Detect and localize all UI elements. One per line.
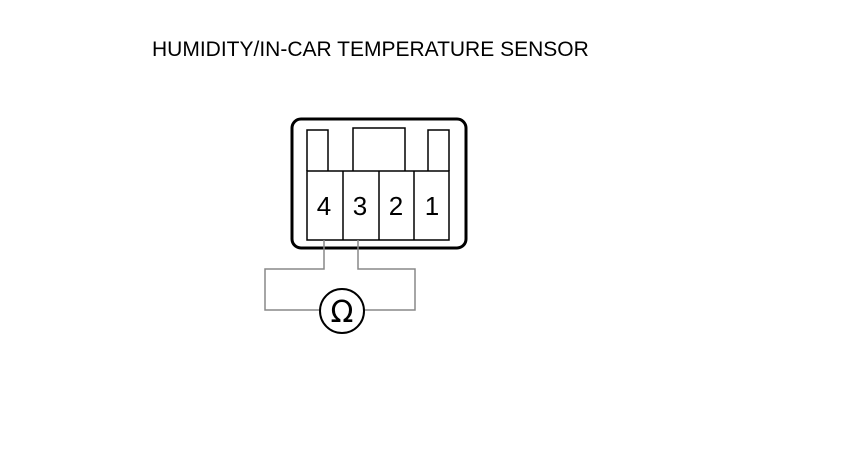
pin-label-1: 1 <box>425 191 439 221</box>
connector-housing <box>290 117 468 250</box>
test-lead-pin-4 <box>264 240 325 311</box>
test-lead-pin-3 <box>357 240 416 311</box>
pin-label-3: 3 <box>353 191 367 221</box>
connector-tab-center <box>352 127 406 171</box>
pin-label-4: 4 <box>317 191 331 221</box>
ohm-symbol: Ω <box>331 295 354 330</box>
pin-label-2: 2 <box>389 191 403 221</box>
connector-tab-left <box>306 129 329 171</box>
ohmmeter-icon: Ω <box>319 288 365 334</box>
page-title: HUMIDITY/IN-CAR TEMPERATURE SENSOR <box>152 38 589 61</box>
connector-tab-right <box>427 129 450 171</box>
terminal-row <box>306 170 450 241</box>
